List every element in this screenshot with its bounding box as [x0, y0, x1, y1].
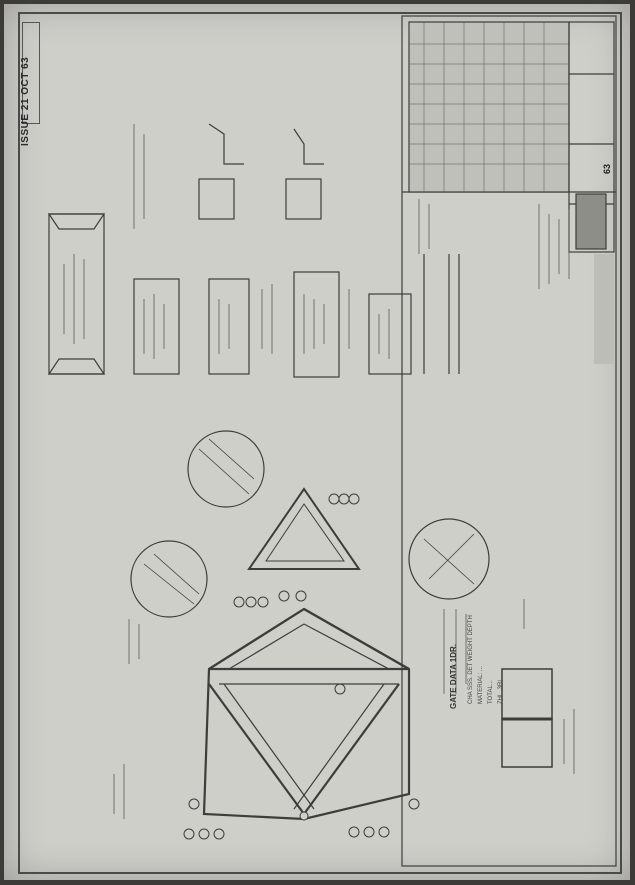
detail-circle-2 — [130, 540, 208, 618]
gate-data-line-2: MATERIAL: ... — [478, 666, 484, 704]
detail-views — [47, 123, 460, 378]
revision-box — [575, 193, 607, 250]
gate-data-line-3: TOTAL... — [488, 680, 494, 704]
gate-data-heading: GATE DATA 1DR. — [449, 644, 458, 709]
title-box — [568, 21, 615, 253]
sheet-number: 63 — [602, 164, 612, 174]
callout-balloons — [183, 493, 420, 840]
drawing-border — [18, 12, 622, 874]
issue-stamp — [22, 22, 40, 124]
gate-section-view — [501, 668, 553, 768]
drawing-sheet: ISSUE 21 OCT 63 — [4, 4, 630, 880]
gate-data-line-1: CHA SSS. DET WEIGHT DEPTH — [468, 615, 474, 704]
parts-list-grid — [409, 22, 569, 192]
small-triangle-frame — [247, 487, 361, 570]
detail-circle-1 — [187, 430, 265, 508]
parts-list — [408, 21, 570, 193]
large-frame — [202, 607, 411, 821]
title-block — [401, 15, 617, 867]
annotation-strokes — [63, 124, 575, 819]
gate-data-line-4: ZHL. 3RL. — [498, 676, 504, 704]
drawing-canvas: GATE DATA 1DR. CHA SSS. DET WEIGHT DEPTH… — [47, 15, 617, 867]
stamp-box — [594, 254, 614, 364]
detail-circle-3 — [408, 518, 490, 600]
gate-data-notes: GATE DATA 1DR. — [449, 644, 458, 709]
